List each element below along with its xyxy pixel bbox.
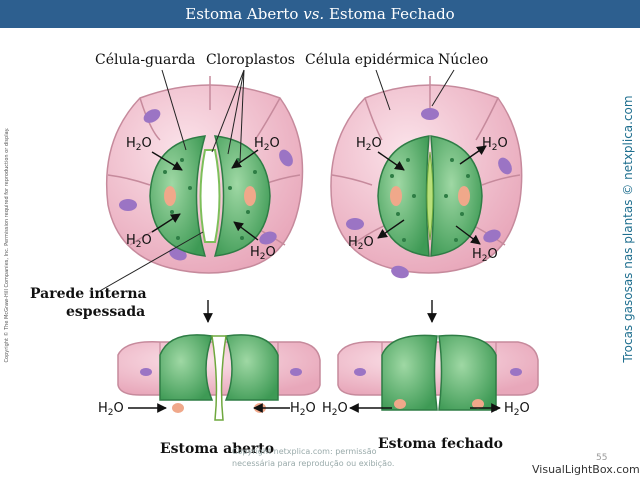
section-pore-open — [211, 335, 227, 421]
water-label: H2O — [348, 235, 374, 252]
title-part2: Estoma Fechado — [324, 5, 455, 23]
label-guard-cell: Célula-guarda — [95, 52, 196, 68]
nuclei-closed — [346, 108, 512, 279]
section-guard-right-closed — [438, 334, 497, 411]
footer-brand: VisualLightBox.com — [532, 463, 640, 476]
guard-nucleus-left-closed — [390, 186, 402, 206]
guard-nucleus-right-open — [244, 186, 256, 206]
open-stoma-top — [105, 76, 304, 274]
leader-lines — [97, 69, 455, 293]
water-label: H2O — [254, 136, 280, 153]
stomatal-pore-closed — [426, 151, 434, 241]
water-labels: H2O H2O H2O H2O H2O H2O H2O H2O H2O H2O … — [98, 136, 530, 418]
water-label: H2O — [126, 136, 152, 153]
water-label: H2O — [98, 401, 124, 418]
side-credit: Trocas gasosas nas plantas © netxplica.c… — [621, 95, 635, 363]
guard-nucleus-left-open — [164, 186, 176, 206]
label-epidermal-cell: Célula epidérmica — [305, 52, 435, 68]
watermark-line1: Copyright netxplica.com: permissão — [232, 447, 377, 456]
label-closed-stoma: Estoma fechado — [378, 436, 503, 452]
chloroplasts-closed — [390, 158, 470, 242]
water-label: H2O — [504, 401, 530, 418]
section-guard-right-open — [224, 334, 279, 401]
guard-cell-right-open — [213, 135, 271, 257]
arrows — [128, 145, 501, 413]
open-stoma-section — [117, 334, 321, 421]
side-copyright: Copyright © The McGraw-Hill Companies, I… — [4, 127, 10, 363]
label-inner-wall: Parede interna — [30, 286, 147, 302]
water-label: H2O — [126, 233, 152, 250]
title-vs: vs. — [303, 5, 325, 23]
closed-stoma-section — [337, 334, 539, 411]
label-open-stoma: Estoma aberto — [160, 441, 275, 457]
label-nucleus: Núcleo — [438, 52, 489, 68]
closed-stoma-top — [330, 76, 523, 279]
water-label: H2O — [356, 136, 382, 153]
water-label: H2O — [482, 136, 508, 153]
water-label: H2O — [472, 247, 498, 264]
title-bar: Estoma Aberto vs. Estoma Fechado — [0, 0, 640, 28]
watermark: Copyright netxplica.com: permissão neces… — [232, 446, 394, 470]
stomatal-pore-open — [199, 149, 221, 243]
water-label: H2O — [250, 245, 276, 262]
section-guard-left-open — [159, 334, 214, 401]
water-label: H2O — [322, 401, 348, 418]
label-chloroplasts: Cloroplastos — [206, 52, 295, 68]
title-part1: Estoma Aberto — [185, 5, 304, 23]
guard-cell-left-open — [149, 135, 207, 257]
section-guard-left-closed — [381, 334, 438, 411]
nuclei-open — [119, 109, 293, 261]
watermark-line2: necessária para reprodução ou exibição. — [232, 459, 395, 468]
label-inner-wall-thickened: espessada — [66, 304, 146, 320]
guard-nucleus-right-closed — [458, 186, 470, 206]
page-number: 55 — [596, 453, 608, 463]
water-label: H2O — [290, 401, 316, 418]
